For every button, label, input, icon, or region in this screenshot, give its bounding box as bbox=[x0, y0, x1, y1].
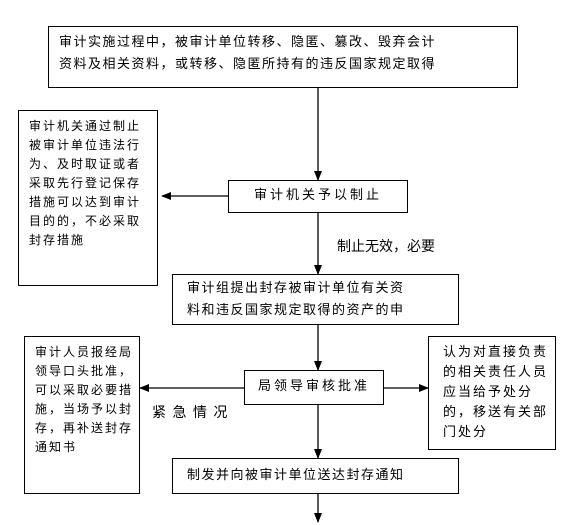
box-seal-notice: 制发并向被审计单位送达封存通知 bbox=[172, 458, 459, 494]
box-approve-text: 局领导审核批准 bbox=[257, 379, 370, 394]
box-audit-implementation-line2: 资料及相关资料，或转移、隐匿所持有的违反国家规定取得 bbox=[59, 57, 437, 72]
box-audit-implementation-line1: 审计实施过程中，被审计单位转移、隐匿、篡改、毁弃会计 bbox=[59, 35, 437, 50]
box-transfer-department: 认为对直接负责的相关责任人员应当给予处分的，移送有关部门处分 bbox=[428, 336, 556, 450]
box-urgent-measures: 审计人员报经局领导口头批准，可以采取必要措施，当场予以封存，再补送封存通知书 bbox=[24, 336, 140, 494]
box-audit-implementation: 审计实施过程中，被审计单位转移、隐匿、篡改、毁弃会计 资料及相关资料，或转移、隐… bbox=[48, 26, 518, 88]
box-seal-proposal: 审计组提出封存被审计单位有关资 料和违反国家规定取得的资产的申 bbox=[172, 274, 459, 325]
label-ineffective: 制止无效，必要 bbox=[337, 239, 435, 255]
box-seal-proposal-line2: 料和违反国家规定取得的资产的申 bbox=[187, 303, 405, 318]
box-sanction-text: 审计机关予以制止 bbox=[253, 188, 382, 203]
label-urgent: 紧 急 情 况 bbox=[152, 405, 229, 421]
box-left-note-text: 审计机关通过制止被审计单位违法行为、及时取证或者采取先行登记保存措施可以达到审计… bbox=[29, 119, 142, 247]
box-urgent-measures-text: 审计人员报经局领导口头批准，可以采取必要措施，当场予以封存，再补送封存通知书 bbox=[35, 345, 134, 454]
box-seal-notice-text: 制发并向被审计单位送达封存通知 bbox=[187, 468, 405, 483]
box-left-note: 审计机关通过制止被审计单位违法行为、及时取证或者采取先行登记保存措施可以达到审计… bbox=[18, 110, 158, 286]
box-transfer-department-text: 认为对直接负责的相关责任人员应当给予处分的，移送有关部门处分 bbox=[443, 345, 549, 440]
box-approve: 局领导审核批准 bbox=[244, 370, 384, 405]
box-seal-proposal-line1: 审计组提出封存被审计单位有关资 bbox=[187, 281, 405, 296]
box-sanction: 审计机关予以制止 bbox=[228, 180, 408, 213]
